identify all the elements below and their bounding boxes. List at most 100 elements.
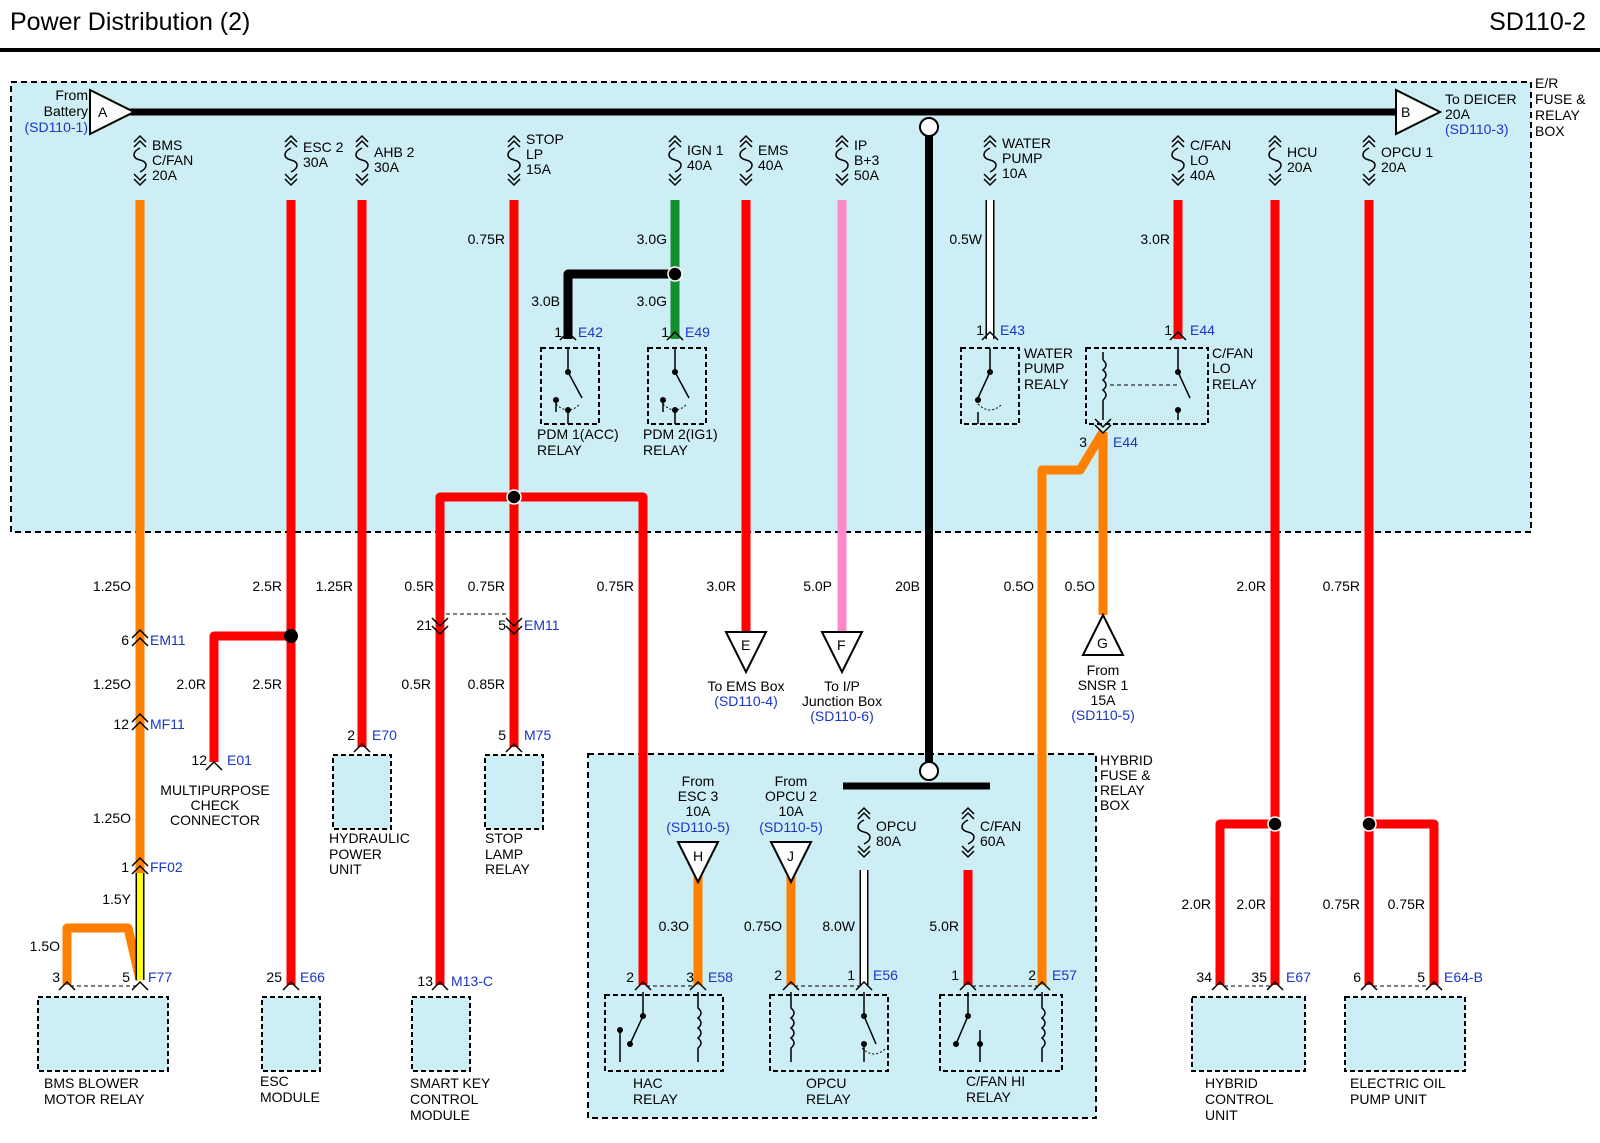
connector-id: E58 (708, 969, 733, 985)
component-label: CONNECTOR (170, 812, 260, 828)
connector-f-ref: (SD110-6) (810, 708, 874, 724)
wire-label: 3.0G (637, 231, 667, 247)
component-label: HYBRID (1205, 1075, 1258, 1091)
fuse-label: 30A (303, 154, 329, 170)
connector-j-ref: (SD110-5) (759, 819, 823, 835)
fuse-label: C/FAN (152, 152, 193, 168)
component-label: RELAY (643, 442, 689, 458)
pin-number: 1 (661, 324, 669, 340)
wire-label: 2.0R (176, 676, 206, 692)
fuse-label: 40A (687, 157, 713, 173)
fuse-label: WATER (1002, 135, 1051, 151)
wire-smart-key (435, 492, 648, 985)
connector-e-ref: (SD110-4) (714, 693, 778, 709)
er-box-label: E/R FUSE & RELAY BOX (1535, 75, 1586, 139)
connector-e: E To EMS Box (SD110-4) (707, 631, 785, 709)
component-label: ELECTRIC OIL (1350, 1075, 1446, 1091)
fuse-water-pump: WATER PUMP 10A (983, 135, 1051, 186)
connector-g-label: SNSR 1 (1078, 677, 1129, 693)
pin-number: 25 (266, 969, 282, 985)
component-label: SMART KEY (410, 1075, 491, 1091)
fuse-label: HCU (1287, 144, 1317, 160)
wire-label: 0.5R (404, 578, 434, 594)
pin-number: 2 (626, 969, 634, 985)
component-label: RELAY (1212, 376, 1258, 392)
connector-e-letter: E (741, 637, 750, 653)
connector-j-label: 10A (779, 803, 805, 819)
connector-b-line2: 20A (1445, 106, 1471, 122)
wire-label: 0.75R (1388, 896, 1425, 912)
splice-top (919, 117, 939, 137)
wire-3-0b (563, 269, 675, 339)
pin-number: 5 (498, 727, 506, 743)
pin-number: 1 (1164, 322, 1172, 338)
wire-label: 0.75R (597, 578, 634, 594)
connector-id: E70 (372, 727, 397, 743)
fuse-label: C/FAN (980, 818, 1021, 834)
relay-pdm2 (647, 347, 707, 425)
pin-number: 12 (113, 716, 129, 732)
connector-g-ref: (SD110-5) (1071, 707, 1135, 723)
pin-number: 1 (976, 322, 984, 338)
component-label: LO (1212, 360, 1231, 376)
connector-e-label: To EMS Box (707, 678, 784, 694)
wire-label: 0.75R (468, 578, 505, 594)
wire-label: 2.5R (252, 578, 282, 594)
component-label: OPCU (806, 1075, 846, 1091)
connector-id: F77 (148, 969, 172, 985)
fuse-label: AHB 2 (374, 144, 415, 160)
connector-id: MF11 (150, 716, 185, 732)
er-box-label-2: FUSE & (1535, 91, 1586, 107)
wire-label: 0.5W (949, 231, 982, 247)
wire-label: 1.25O (93, 810, 131, 826)
connector-id: E67 (1286, 969, 1311, 985)
connector-h-label: From (682, 773, 715, 789)
wire-label: 1.25O (93, 578, 131, 594)
component-label: RELAY (485, 861, 531, 877)
splice-ign1 (667, 266, 683, 282)
connector-id: E42 (578, 324, 603, 340)
fuse-esc2: ESC 2 30A (284, 135, 344, 186)
component-label: LAMP (485, 846, 523, 862)
connector-h: H From ESC 3 10A (SD110-5) (666, 773, 730, 885)
wires (62, 200, 1439, 985)
connector-h-label: ESC 3 (678, 788, 719, 804)
fuse-stop: STOP LP 15A (507, 131, 564, 186)
wire-label: 2.0R (1181, 896, 1211, 912)
component-label: C/FAN (1212, 345, 1253, 361)
hybrid-control-unit (1191, 996, 1306, 1072)
wire-labels: 0.75R 3.0G 3.0B 3.0G 0.5W 3.0R 1.25O 2.5… (30, 231, 1425, 954)
connector-id: E43 (1000, 322, 1025, 338)
connector-b-line1: To DEICER (1445, 91, 1517, 107)
pin-number: 1 (951, 967, 959, 983)
component-label: CHECK (190, 797, 240, 813)
wire-label: 8.0W (822, 918, 855, 934)
header-divider (0, 48, 1600, 52)
inline-connectors (58, 330, 1443, 991)
connector-h-letter: H (693, 848, 703, 864)
connector-f-label: To I/P (824, 678, 860, 694)
fuse-ems: EMS 40A (739, 135, 788, 186)
component-label: MODULE (410, 1107, 470, 1123)
wire-label: 2.0R (1236, 578, 1266, 594)
pin-number: 1 (554, 324, 562, 340)
connector-g: G From SNSR 1 15A (SD110-5) (1071, 612, 1135, 723)
hybrid-fuse-relay-box (587, 753, 1097, 1119)
component-label: PDM 1(ACC) (537, 426, 619, 442)
hydraulic-power-unit (332, 754, 392, 830)
pin-number: 3 (1079, 434, 1087, 450)
connector-b: B To DEICER 20A (SD110-3) (1395, 88, 1517, 137)
component-label: RELAY (633, 1091, 679, 1107)
hybrid-box-label-1: HYBRID (1100, 752, 1153, 768)
component-label: BMS BLOWER (44, 1075, 139, 1091)
connector-ids: E42 E49 E43 E44 E44 EM11 EM11 MF11 E01 E… (148, 322, 1483, 989)
connector-dashes (70, 613, 1430, 987)
fuse-label: 20A (152, 167, 178, 183)
hybrid-box-label-2: FUSE & (1100, 767, 1151, 783)
component-label: REALY (1024, 376, 1070, 392)
splice-opcu1 (1361, 816, 1377, 832)
fuse-label: LO (1190, 152, 1209, 168)
fuse-bms: BMS C/FAN 20A (133, 135, 193, 186)
connector-g-label: 15A (1091, 692, 1117, 708)
connector-a-letter: A (98, 104, 108, 120)
